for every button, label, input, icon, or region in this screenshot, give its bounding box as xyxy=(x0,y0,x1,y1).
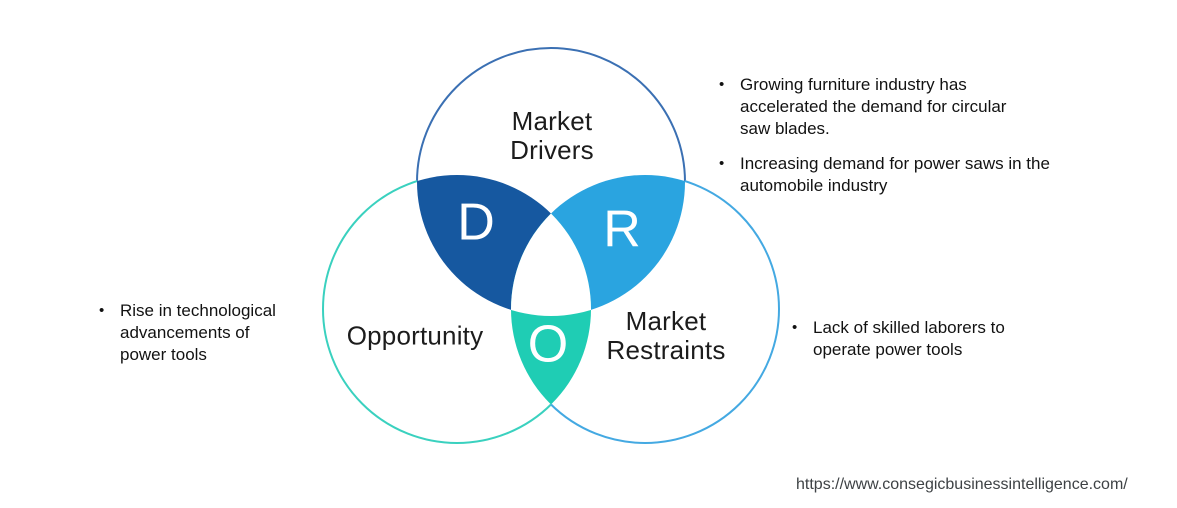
opportunity-letter: O xyxy=(527,315,569,374)
drivers-label: Market Drivers xyxy=(510,106,594,165)
opportunity-circle-outline xyxy=(322,174,592,444)
restraints-circle-outline xyxy=(510,174,780,444)
restraints-label: Market Restraints xyxy=(606,306,726,365)
list-item: • Increasing demand for power saws in th… xyxy=(712,153,1132,197)
drivers-annotation-list: • Growing furniture industry has acceler… xyxy=(712,74,1132,197)
bullet-icon: • xyxy=(719,76,725,93)
source-url: https://www.consegicbusinessintelligence… xyxy=(796,476,1128,493)
bullet-icon: • xyxy=(719,155,725,172)
list-item: • Rise in technological advancements of … xyxy=(92,300,392,366)
list-item: • Lack of skilled laborers to operate po… xyxy=(785,317,1105,361)
bullet-icon: • xyxy=(792,319,798,336)
annotation-text: Rise in technological advancements of po… xyxy=(120,301,276,364)
drivers-letter: D xyxy=(457,193,495,252)
opportunity-annotation-list: • Rise in technological advancements of … xyxy=(92,300,392,366)
annotation-text: Growing furniture industry has accelerat… xyxy=(740,75,1007,138)
restraints-letter: R xyxy=(603,200,641,259)
annotation-text: Increasing demand for power saws in the … xyxy=(740,154,1050,195)
bullet-icon: • xyxy=(99,302,105,319)
opportunity-label: Opportunity xyxy=(346,320,484,351)
restraints-annotation-list: • Lack of skilled laborers to operate po… xyxy=(785,317,1105,361)
annotation-text: Lack of skilled laborers to operate powe… xyxy=(813,318,1005,359)
list-item: • Growing furniture industry has acceler… xyxy=(712,74,1132,140)
